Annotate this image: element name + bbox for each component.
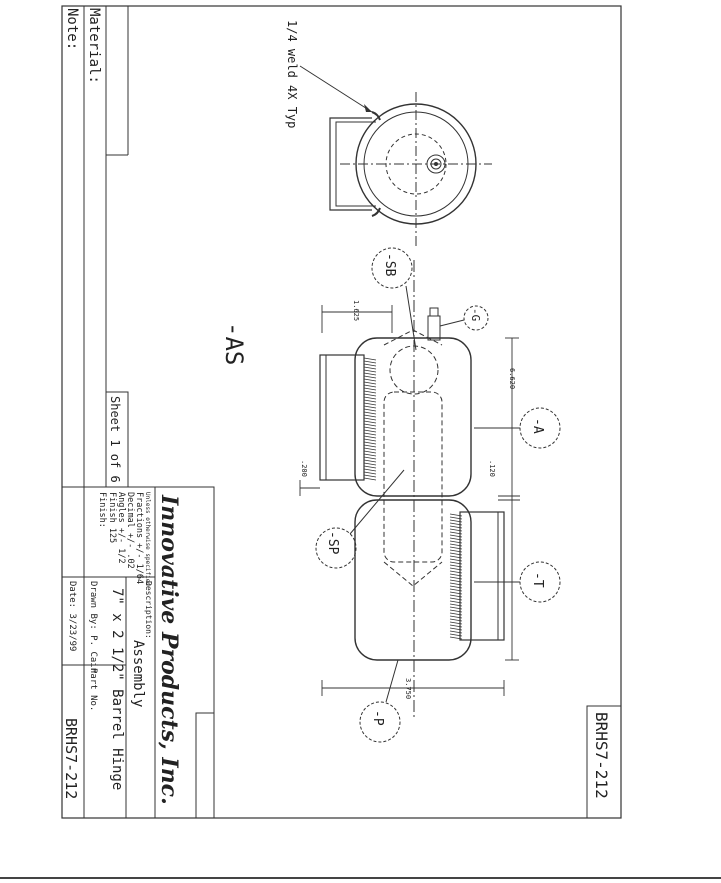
hinge-side-view [319, 260, 505, 720]
description-label: Description: [144, 581, 153, 639]
callout-sb: -SB [371, 247, 417, 351]
unless-specified-note: Unless otherwise specified [144, 492, 151, 586]
svg-text:-P: -P [370, 710, 385, 726]
dim-120: .120 [488, 460, 496, 477]
end-view [329, 92, 492, 246]
tolerance-decimal: Decimal +/- .02 [125, 492, 135, 569]
dim-6620: 6.620 [508, 368, 516, 389]
upper-knuckle [354, 337, 472, 497]
date: Date: 3/23/99 [67, 581, 77, 651]
upper-weld-hatch [363, 357, 377, 481]
callout-p: -P [359, 659, 401, 743]
drawn-by: Drawn By: P. Cain [88, 581, 98, 673]
svg-text:-A: -A [530, 418, 545, 434]
weld-note: 1/4 weld 4X Typ [285, 20, 299, 128]
corner-part-number: BRHS7-212 [592, 712, 611, 799]
description-assembly: Assembly [130, 640, 146, 707]
callout-t: -T [474, 561, 561, 603]
dim-3750: 3.750 [404, 678, 412, 699]
title-block: Innovative Products, Inc. Unless otherwi… [61, 486, 215, 819]
weld-leader-arrow [364, 104, 372, 112]
lower-weld-hatch [449, 513, 463, 640]
hidden-ball [389, 345, 439, 395]
callout-g: -G [439, 305, 489, 331]
weld-leader [299, 65, 373, 113]
hidden-pin-tip [383, 561, 443, 587]
description-part: 7" x 2 1/2" Barrel Hinge [109, 588, 125, 790]
material-label: Material: [86, 8, 102, 84]
lower-leaf [459, 511, 505, 641]
lower-knuckle [354, 499, 472, 661]
part-no-label: Part No. [88, 668, 98, 711]
part-number: BRHS7-212 [62, 718, 80, 799]
page-border [61, 5, 622, 819]
dim-200: .200 [300, 460, 308, 477]
tolerance-angles: Angles +/- 1/2 [116, 492, 126, 564]
grease-fitting [427, 315, 441, 341]
corner-part-number-box: BRHS7-212 [586, 705, 622, 819]
svg-text:-G: -G [469, 308, 482, 321]
note-label: Note: [64, 8, 80, 50]
view-label: -AS [220, 322, 248, 365]
svg-text:-SB: -SB [382, 253, 397, 277]
callout-sp: -SP [315, 469, 405, 569]
callout-a: -A [474, 407, 561, 449]
company-name: Innovative Products, Inc. [156, 494, 182, 805]
dim-1625: 1.625 [352, 300, 360, 321]
finish-spec: Finish 125 [107, 492, 117, 543]
tolerance-fractions: Fractions +/- 1/64 [134, 492, 144, 584]
upper-leaf [319, 354, 365, 481]
hidden-pin [383, 391, 443, 563]
svg-text:-T: -T [530, 572, 545, 588]
svg-text:-SP: -SP [325, 531, 340, 555]
finish-label: Finish: [97, 492, 107, 528]
sheet-number-box: Sheet 1 of 6 [105, 391, 129, 488]
sheet-number: Sheet 1 of 6 [108, 396, 122, 483]
dimensions [299, 305, 520, 696]
